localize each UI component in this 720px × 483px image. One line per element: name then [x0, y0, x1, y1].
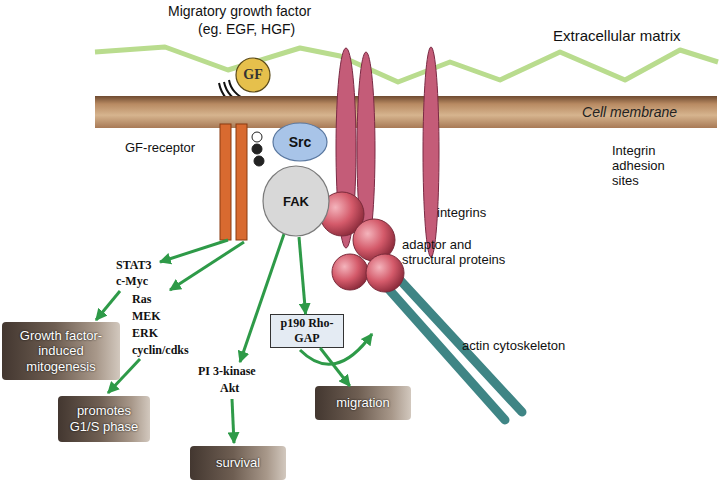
part-label: integrins — [437, 205, 486, 220]
part-label: adaptor and structural proteins — [402, 237, 527, 267]
node-text: p190 Rho-GAP — [271, 316, 343, 346]
extracellular-matrix-line — [95, 47, 718, 82]
adaptor-protein — [366, 254, 404, 292]
receptor-chain — [220, 124, 231, 240]
rho-gap-box: p190 Rho-GAP — [270, 314, 344, 348]
pathway-label: Akt — [220, 381, 239, 396]
fak-kinase: FAK — [262, 165, 330, 237]
node-text: survival — [216, 455, 260, 471]
integrin — [336, 48, 356, 248]
pathway-label: ERK — [132, 326, 158, 341]
node-text: FAK — [283, 194, 309, 209]
pathway-label: STAT3 — [116, 258, 152, 273]
node-text: migration — [336, 395, 389, 411]
node-ellipse — [263, 166, 329, 236]
adaptor-protein — [353, 219, 395, 261]
outcome-box: survival — [190, 446, 286, 480]
outcome-box: migration — [315, 386, 411, 420]
receptor-chain — [236, 124, 247, 240]
adaptor-protein — [332, 254, 368, 290]
pathway-label: MEK — [132, 309, 161, 324]
pathway-label: c-Myc — [116, 274, 148, 289]
phosphate-site — [252, 132, 262, 142]
phosphate-site — [254, 156, 264, 166]
node-text: Cell membrane — [582, 104, 677, 120]
node-text: GF — [243, 67, 262, 83]
signal-connector — [299, 237, 306, 314]
signal-arrow — [170, 242, 244, 290]
part-label: GF-receptor — [125, 140, 195, 155]
outcome-box: promotes G1/S phase — [58, 396, 150, 442]
heading-label: (eg. EGF, HGF) — [198, 21, 295, 37]
signal-connector — [320, 348, 350, 386]
growth-factor-circle: GF — [235, 57, 271, 93]
region-label: Extracellular matrix — [553, 27, 681, 44]
pathway-label: PI 3-kinase — [198, 364, 256, 379]
integrin — [423, 47, 439, 257]
phosphate-site — [252, 144, 262, 154]
signal-arrow — [160, 240, 228, 262]
signal-arrow — [232, 399, 234, 443]
heading-label: Migratory growth factor — [168, 3, 311, 19]
cell-membrane-band: Cell membrane — [95, 96, 717, 128]
node-text: promotes G1/S phase — [62, 403, 146, 434]
node-ellipse — [273, 123, 327, 161]
integrin — [357, 52, 375, 248]
part-label: actin cytoskeleton — [462, 338, 565, 353]
node-text: Growth factor-induced mitogenesis — [6, 328, 116, 375]
region-label: Integrin adhesion sites — [612, 143, 692, 188]
outcome-box: Growth factor-induced mitogenesis — [2, 322, 120, 380]
pathway-label: cyclin/cdks — [132, 343, 189, 358]
signal-arrow — [96, 291, 120, 320]
node-text: Src — [289, 134, 312, 150]
src-kinase: Src — [272, 122, 328, 162]
node-ellipse — [236, 58, 270, 92]
pathway-label: Ras — [132, 292, 151, 307]
